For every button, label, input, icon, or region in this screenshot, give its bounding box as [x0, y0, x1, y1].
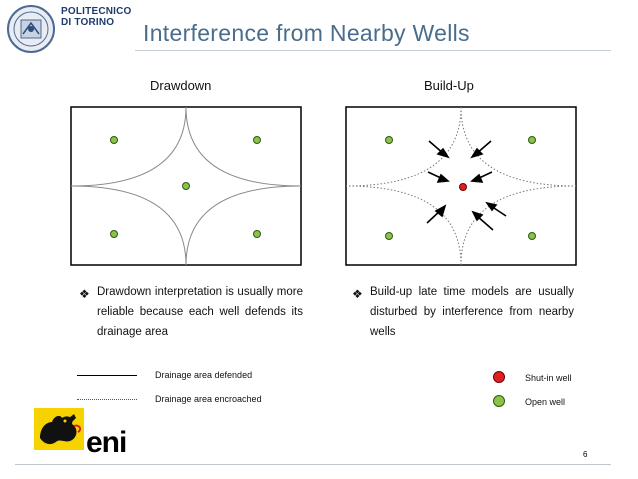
buildup-diagram — [345, 106, 577, 266]
drainage-boundary-upper-right — [185, 106, 302, 187]
slide-title: Interference from Nearby Wells — [143, 20, 470, 46]
footer-divider — [15, 464, 611, 465]
diamond-bullet-icon: ❖ — [352, 287, 363, 301]
drawdown-title: Drawdown — [150, 78, 212, 93]
arrow-icon-right — [470, 171, 493, 183]
open-well-top-left — [110, 136, 118, 144]
drawdown-bullet-text: Drawdown interpretation is usually more … — [97, 286, 303, 338]
arrow-icon-left — [427, 171, 450, 183]
open-well-top-left — [385, 136, 393, 144]
legend-open-label: Open well — [525, 397, 566, 407]
drainage-boundary-lower-right — [185, 185, 302, 266]
encroached-boundary-upper-right — [460, 106, 577, 187]
encroached-boundary-lower-right — [460, 185, 577, 266]
legend-open-well-icon — [493, 395, 505, 407]
arrow-icon-upper-left — [428, 140, 450, 159]
open-well-center — [182, 182, 190, 190]
legend-dotted-line — [77, 399, 137, 400]
title-divider — [135, 50, 611, 51]
legend-encroached-label: Drainage area encroached — [155, 394, 262, 404]
drawdown-bullet: ❖ Drawdown interpretation is usually mor… — [79, 282, 303, 344]
legend-shut-in-label: Shut-in well — [525, 373, 572, 383]
open-well-top-right — [528, 136, 536, 144]
drawdown-diagram — [70, 106, 302, 266]
diamond-bullet-icon: ❖ — [79, 287, 90, 301]
page-number: 6 — [583, 450, 588, 459]
open-well-bottom-right — [528, 232, 536, 240]
arrow-icon-upper-right — [470, 140, 492, 159]
institution-name: POLITECNICO DI TORINO — [61, 6, 132, 28]
arrow-icon-lower-right — [471, 210, 494, 231]
open-well-bottom-left — [110, 230, 118, 238]
institution-line2: DI TORINO — [61, 17, 115, 28]
buildup-title: Build-Up — [424, 78, 474, 93]
legend-defended-label: Drainage area defended — [155, 370, 253, 380]
eni-dog-logo-icon — [34, 408, 84, 450]
legend-solid-line — [77, 375, 137, 376]
encroached-boundary-lower-left — [345, 185, 462, 266]
drainage-boundary-lower-left — [70, 185, 187, 266]
open-well-bottom-right — [253, 230, 261, 238]
arrow-icon-lower-left — [426, 204, 447, 224]
politecnico-seal-logo — [7, 5, 55, 53]
eni-brand-text: eni — [86, 426, 127, 459]
shut-in-well-center — [459, 183, 467, 191]
drainage-boundary-upper-left — [70, 106, 187, 187]
arrow-icon-bottom-right — [485, 201, 507, 217]
open-well-top-right — [253, 136, 261, 144]
encroached-boundary-upper-left — [345, 106, 462, 187]
institution-line1: POLITECNICO — [61, 6, 132, 17]
buildup-bullet: ❖ Build-up late time models are usually … — [352, 282, 577, 344]
legend-shut-in-well-icon — [493, 371, 505, 383]
open-well-bottom-left — [385, 232, 393, 240]
buildup-bullet-text: Build-up late time models are usually di… — [370, 286, 574, 338]
